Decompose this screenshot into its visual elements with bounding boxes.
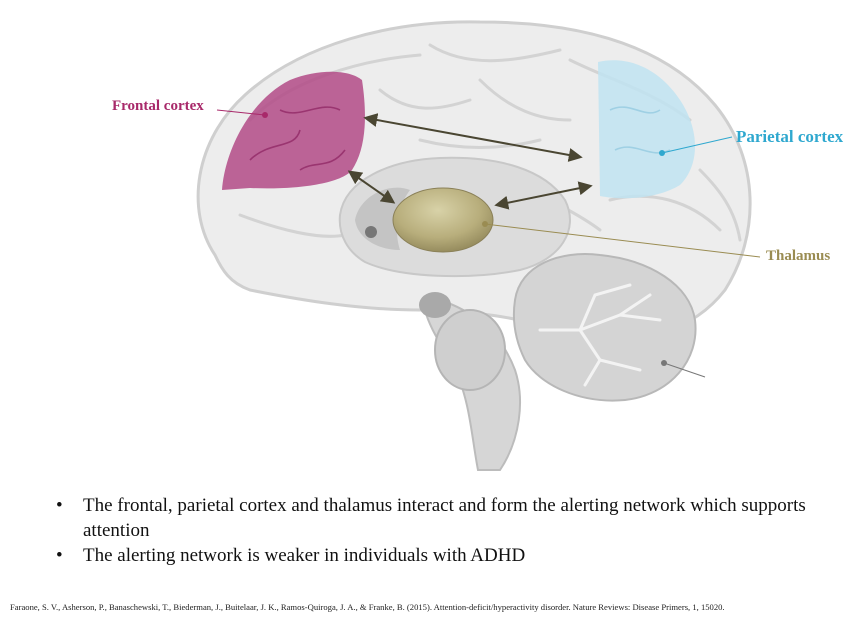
parietal-leader-dot <box>659 150 665 156</box>
bullet-dot: • <box>56 495 63 516</box>
frontal-leader-dot <box>262 112 268 118</box>
parietal-cortex-label: Parietal cortex <box>736 127 844 146</box>
citation: Faraone, S. V., Asherson, P., Banaschews… <box>10 602 725 612</box>
arrow-frontal-thalamus <box>347 170 396 204</box>
inner-nucleus <box>365 226 377 238</box>
bullet-text: The frontal, parietal cortex and thalamu… <box>83 495 806 541</box>
midbrain-node <box>419 292 451 318</box>
arrow-frontal-parietal <box>363 113 583 162</box>
bullet-item: • The alerting network is weaker in indi… <box>56 543 851 568</box>
bullet-list: • The frontal, parietal cortex and thala… <box>56 493 851 568</box>
cerebellum-pointer-line <box>663 362 706 378</box>
arrow-thalamus-parietal <box>494 181 593 210</box>
cerebellum <box>512 253 697 402</box>
brain-diagram <box>196 20 761 471</box>
thalamus-label: Thalamus <box>766 248 831 264</box>
cerebellum-pointer-dot <box>661 360 667 366</box>
frontal-leader-line <box>216 109 266 116</box>
parietal-cortex-region <box>598 60 695 199</box>
frontal-cortex-region <box>222 71 365 190</box>
parietal-leader-line <box>661 136 733 154</box>
bullet-dot: • <box>56 545 63 566</box>
frontal-folds <box>249 106 346 171</box>
bullet-item: • The frontal, parietal cortex and thala… <box>56 493 851 543</box>
thalamus-leader-line <box>484 223 761 258</box>
thalamus-region <box>392 187 494 253</box>
cerebellum-branches <box>538 283 662 387</box>
frontal-cortex-label: Frontal cortex <box>112 98 204 114</box>
pons <box>434 309 506 391</box>
thalamus-leader-dot <box>482 221 488 227</box>
bullet-text: The alerting network is weaker in indivi… <box>83 545 526 566</box>
